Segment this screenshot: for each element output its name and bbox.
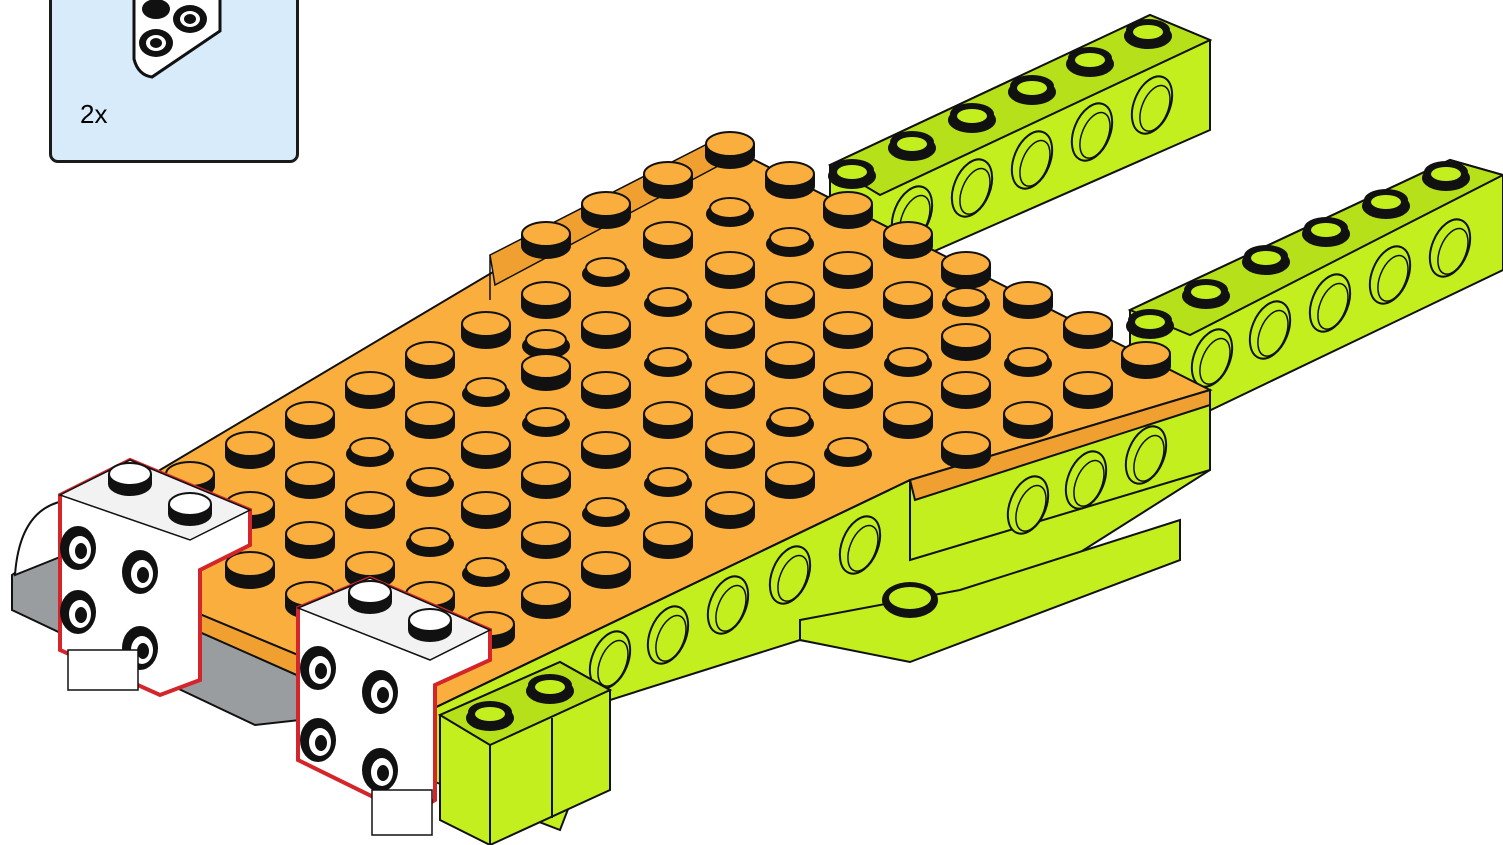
lego-model-assembly: [0, 0, 1503, 845]
